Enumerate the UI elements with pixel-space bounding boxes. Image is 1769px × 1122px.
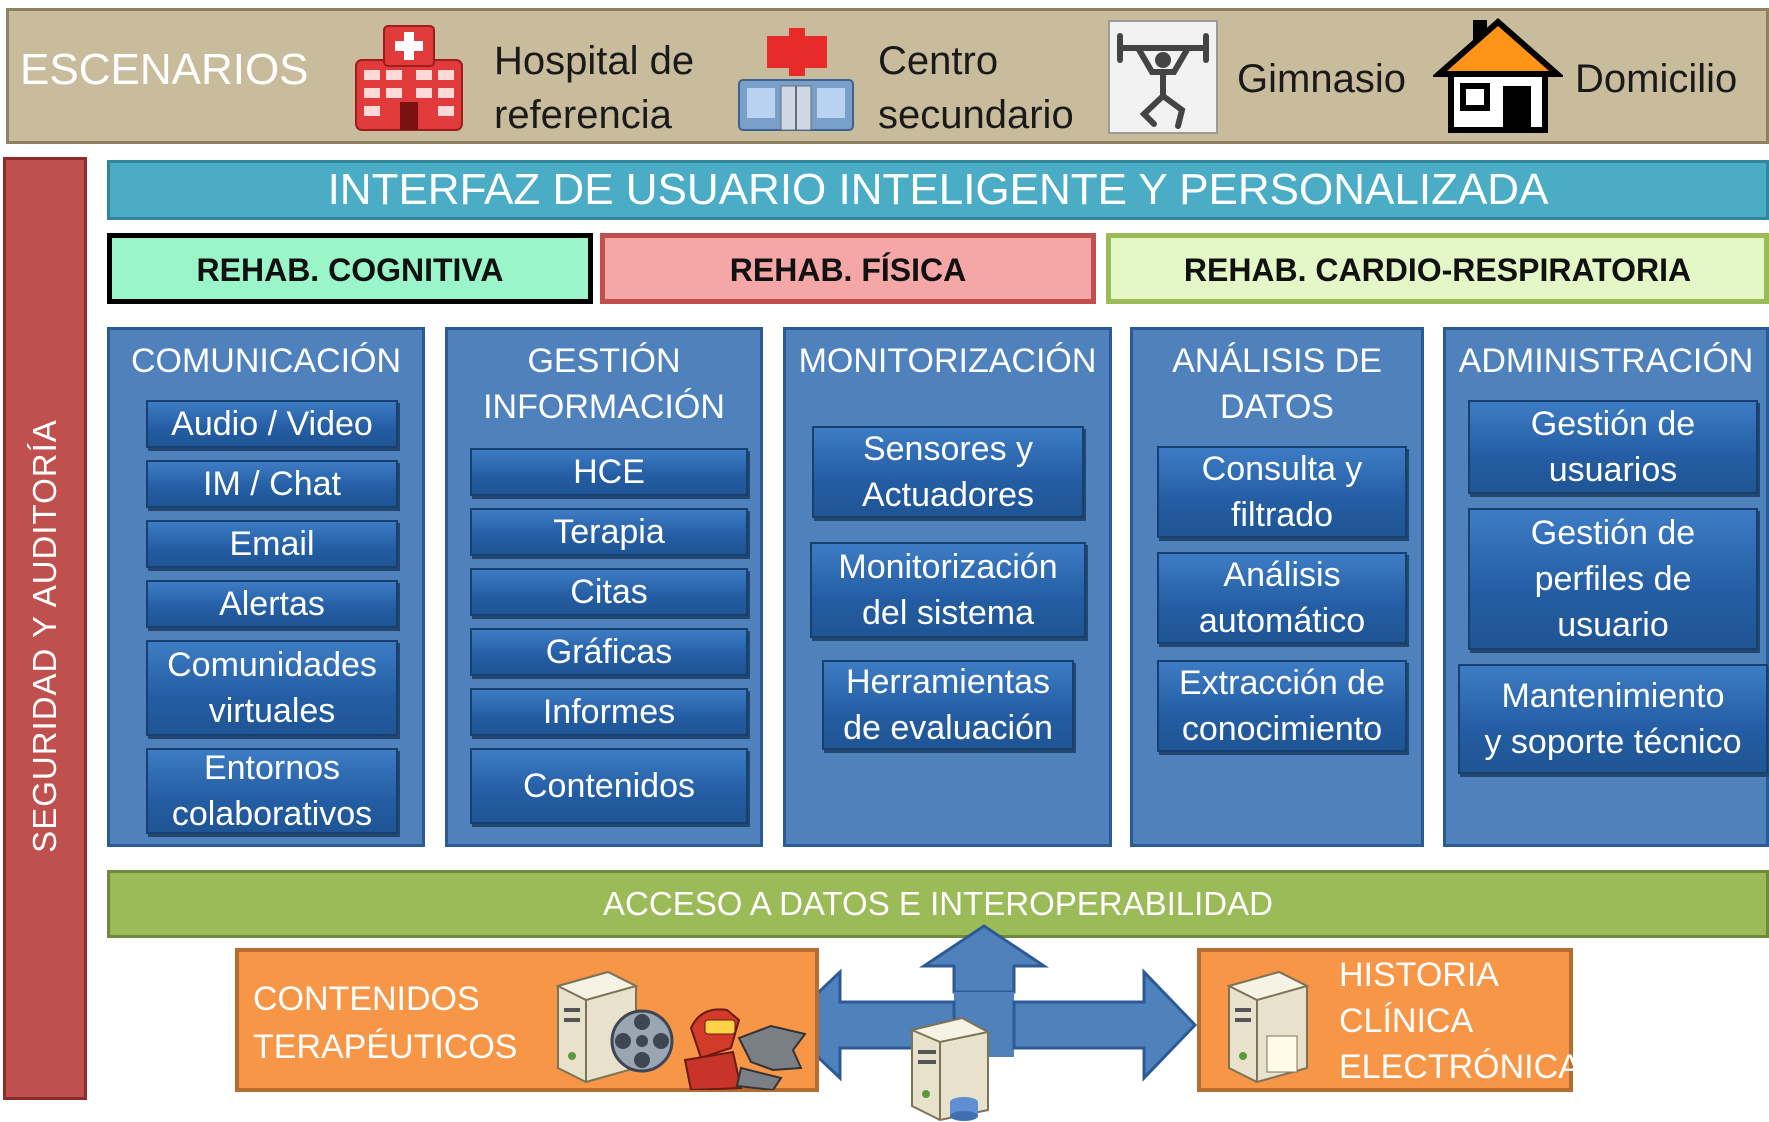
scenario-domicilio: Domicilio	[1575, 57, 1738, 101]
module-citas: Citas	[470, 568, 748, 616]
ui-bar: INTERFAZ DE USUARIO INTELIGENTE Y PERSON…	[107, 160, 1769, 220]
server-database-icon	[908, 1016, 991, 1122]
arrow-right	[1012, 968, 1198, 1082]
column-title: ADMINISTRACIÓN	[1458, 342, 1754, 380]
module-graficas: Gráficas	[470, 628, 748, 676]
house-icon	[1433, 18, 1563, 133]
security-label: SEGURIDAD Y AUDITORÍA	[26, 419, 63, 853]
scenarios-title: ESCENARIOS	[20, 45, 309, 94]
contenidos-line1: CONTENIDOS	[253, 980, 480, 1018]
rehab-fisica: REHAB. FÍSICA	[600, 233, 1096, 304]
module-terapia: Terapia	[470, 508, 748, 556]
contenidos-terapeuticos-box: CONTENIDOS TERAPÉUTICOS	[235, 948, 819, 1092]
scenario-hospital-line2: referencia	[494, 93, 672, 137]
scenario-centro-line1: Centro	[878, 39, 999, 83]
module-entornos: Entornos colaborativos	[146, 748, 398, 834]
rehab-cardio: REHAB. CARDIO-RESPIRATORIA	[1106, 233, 1769, 304]
vr-glove-icon	[683, 1008, 807, 1090]
scenario-gimnasio: Gimnasio	[1237, 57, 1406, 101]
module-comunidades: Comunidades virtuales	[146, 640, 398, 736]
module-alertas: Alertas	[146, 580, 398, 628]
column-gestion: GESTIÓN INFORMACIÓN HCE Terapia Citas Gr…	[445, 327, 763, 847]
film-reel-icon	[610, 1009, 674, 1073]
module-email: Email	[146, 520, 398, 568]
module-audio-video: Audio / Video	[146, 400, 398, 448]
module-contenidos: Contenidos	[470, 748, 748, 824]
server-document-icon	[1226, 970, 1310, 1084]
historia-line1: HISTORIA	[1339, 956, 1499, 994]
hospital-icon	[355, 25, 463, 131]
contenidos-line2: TERAPÉUTICOS	[253, 1028, 518, 1066]
scenario-centro-line2: secundario	[878, 93, 1074, 137]
column-title-line1: ANÁLISIS DE	[1172, 342, 1382, 380]
arrow-up	[919, 924, 1049, 994]
column-title-line1: GESTIÓN	[527, 342, 681, 380]
rehab-cognitiva: REHAB. COGNITIVA	[107, 233, 593, 304]
arrow-left	[781, 968, 956, 1082]
column-title-line2: DATOS	[1220, 388, 1334, 426]
access-bar: ACCESO A DATOS E INTEROPERABILIDAD	[107, 870, 1769, 938]
clinic-icon	[738, 28, 854, 131]
scenario-hospital-line1: Hospital de	[494, 39, 695, 83]
weightlifter-icon	[1108, 20, 1218, 134]
historia-line2: CLÍNICA	[1339, 1002, 1474, 1040]
column-title-line2: INFORMACIÓN	[483, 388, 725, 426]
module-hce: HCE	[470, 448, 748, 496]
connector-arrows	[781, 924, 1198, 1082]
historia-line3: ELECTRÓNICA	[1339, 1048, 1581, 1086]
module-informes: Informes	[470, 688, 748, 736]
column-comunicacion: COMUNICACIÓN Audio / Video IM / Chat Ema…	[107, 327, 425, 847]
column-title: COMUNICACIÓN	[130, 342, 402, 380]
module-im-chat: IM / Chat	[146, 460, 398, 508]
historia-clinica-box: HISTORIA CLÍNICA ELECTRÓNICA	[1197, 948, 1581, 1092]
security-bar	[3, 157, 87, 1100]
column-title: MONITORIZACIÓN	[798, 342, 1097, 380]
